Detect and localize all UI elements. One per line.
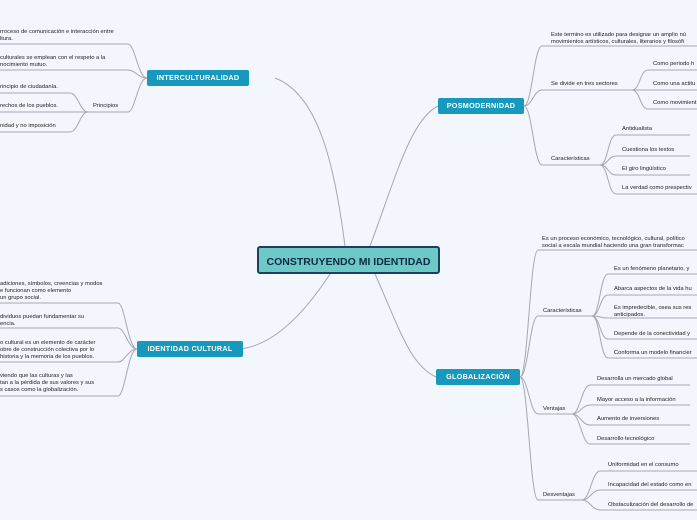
ventaja-tecnologico: Desarrollo tecnológico: [597, 436, 655, 442]
sector-actitud: Como una actitu: [653, 81, 696, 87]
caract-abarca: Abarca aspectos de la vida hu: [614, 286, 692, 292]
posmodernidad-intro: Este termino es utilizado para designar …: [551, 32, 687, 45]
desventaja-obstaculizacion: Obstaculización del desarrollo de: [608, 502, 694, 508]
caract-verdad: La verdad como prespectiv: [622, 185, 692, 191]
principios-label: Principios: [93, 103, 119, 109]
caract-antidualista: Antidualista: [622, 126, 652, 132]
sector-periodo: Como periodo h: [653, 61, 695, 67]
identidad-cultural-node[interactable]: IDENTIDAD CULTURAL: [137, 341, 243, 357]
principio-ciudadania: rincipio de ciudadanía.: [0, 84, 59, 90]
interculturalidad-node[interactable]: INTERCULTURALIDAD: [147, 70, 249, 86]
sector-movimiento: Como movimient: [653, 100, 697, 106]
desventajas-label: Desventajas: [543, 492, 575, 498]
desventaja-uniformidad: Uniformidad en el consumo: [608, 462, 679, 468]
sectores-label: Se divide en tres sectores: [551, 81, 618, 87]
principio-unidad: nidad y no imposición: [0, 123, 56, 129]
caract-financiero: Conforma un modelo financier: [614, 350, 692, 356]
interculturalidad-text-2: culturales se emplean con el respeto a l…: [0, 55, 106, 68]
central-topic[interactable]: CONSTRUYENDO MI IDENTIDAD: [257, 246, 440, 274]
desventaja-incapacidad: Incapacidad del estado como en: [608, 482, 692, 488]
ventaja-inversiones: Aumento de inversiones: [597, 416, 660, 422]
caract-fenomeno: Es un fenómeno planetario, y: [614, 266, 690, 272]
caract-giro-linguistico: El giro lingüístico: [622, 166, 666, 172]
principio-derechos: rechos de los pueblos.: [0, 103, 59, 109]
ventajas-label: Ventajas: [543, 406, 566, 412]
caract-conectividad: Depende de la conectividad y: [614, 331, 691, 337]
globalizacion-node[interactable]: GLOBALIZACIÓN: [436, 369, 520, 385]
interculturalidad-text-1: rroceso de comunicación e interacción en…: [0, 29, 114, 42]
caract-cuestiona-textos: Cuestiona los textos: [622, 147, 675, 153]
globalizacion-caracteristicas-label: Características: [543, 308, 582, 314]
ventaja-informacion: Mayor acceso a la información: [597, 397, 676, 403]
posmodernidad-node[interactable]: POSMODERNIDAD: [438, 98, 524, 114]
ventaja-mercado: Desarrolla un mercado global: [597, 376, 673, 382]
posmodernidad-caracteristicas-label: Características: [551, 156, 590, 162]
globalizacion-intro: Es un proceso económico, tecnológico, cu…: [542, 236, 685, 249]
